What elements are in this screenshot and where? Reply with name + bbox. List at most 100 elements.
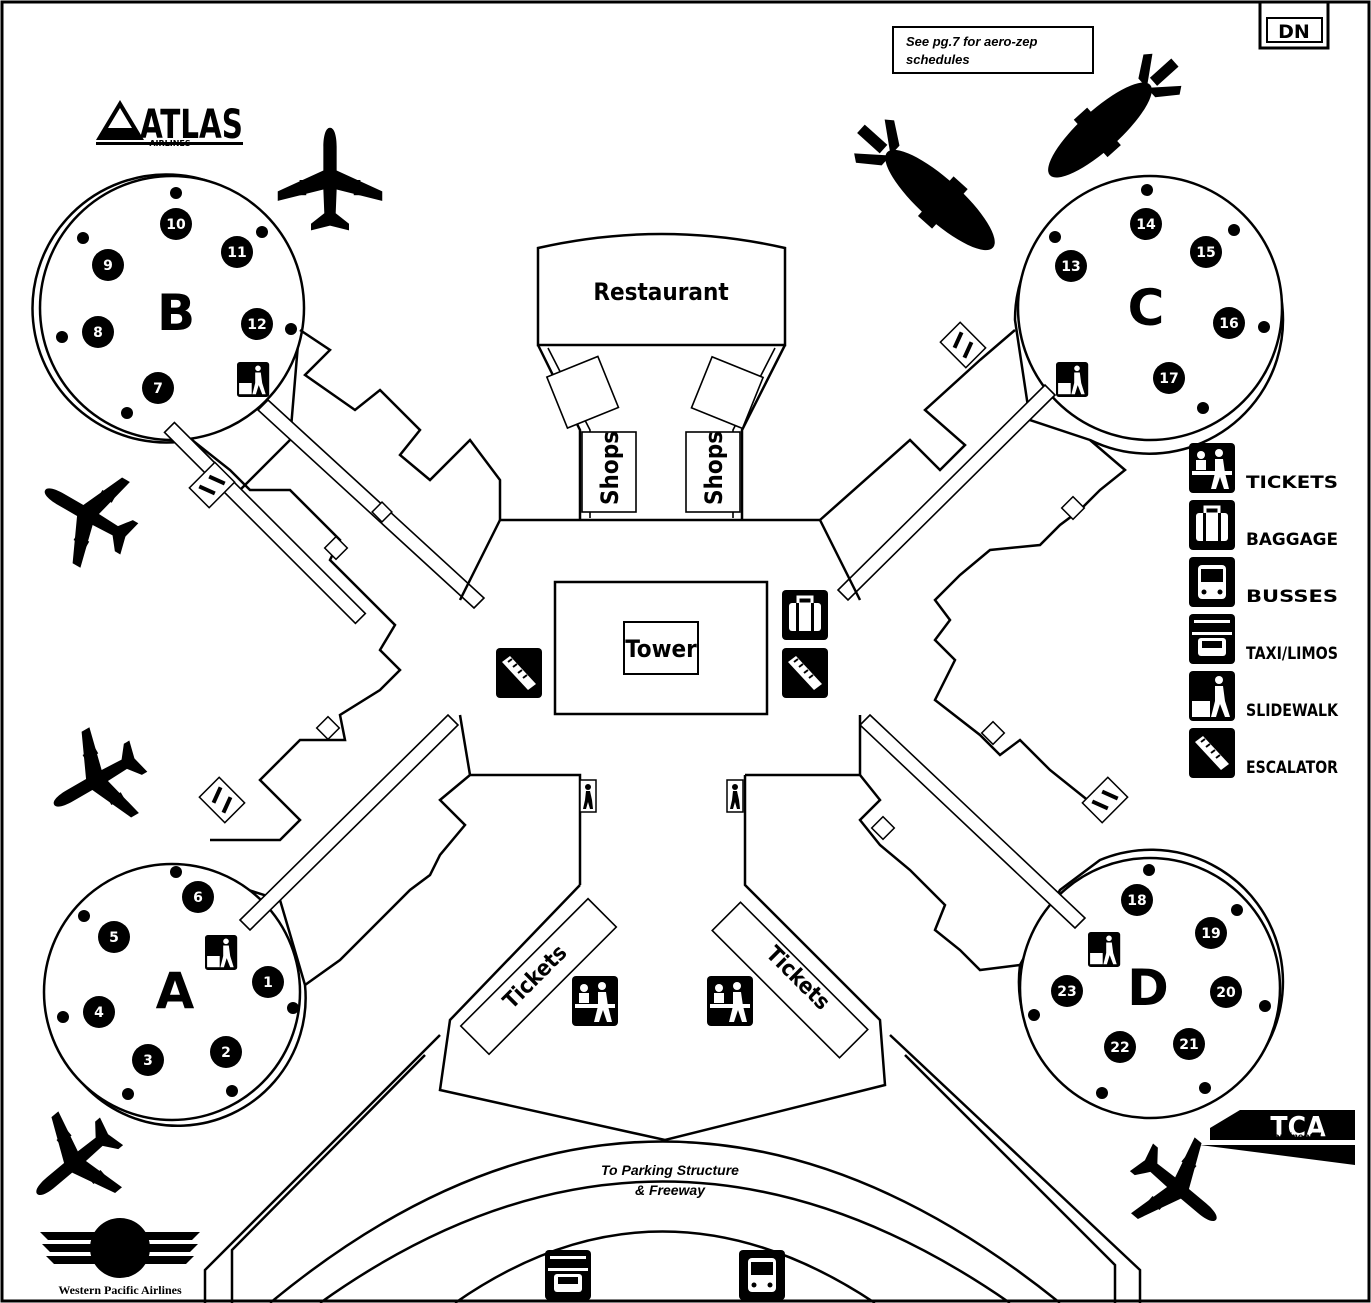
gate-number: 11 — [227, 245, 246, 261]
gate-23[interactable]: 23 — [1051, 975, 1083, 1007]
gate-17[interactable]: 17 — [1153, 362, 1185, 394]
gate-6[interactable]: 6 — [182, 881, 214, 913]
gate-number: 23 — [1057, 984, 1076, 1000]
gate-9[interactable]: 9 — [92, 249, 124, 281]
jetway-dot — [1199, 1082, 1211, 1094]
gate-number: 9 — [103, 258, 113, 274]
gate-number: 19 — [1201, 926, 1220, 942]
legend-label: SLIDEWALK — [1246, 701, 1339, 721]
svg-text:TransContinental: TransContinental — [1239, 1132, 1321, 1143]
gate-12[interactable]: 12 — [241, 308, 273, 340]
slidewalk-marker — [939, 321, 987, 369]
jetway-dot — [1259, 1000, 1271, 1012]
bus-icon — [1189, 557, 1235, 607]
jetway-dot — [1197, 402, 1209, 414]
gate-11[interactable]: 11 — [221, 236, 253, 268]
slidewalk-icon — [1088, 932, 1121, 967]
escalator-icon — [495, 647, 543, 699]
gate-8[interactable]: 8 — [82, 316, 114, 348]
taxi-icon — [545, 1250, 591, 1300]
slidewalk-marker — [1081, 776, 1129, 824]
airplane-icon — [29, 713, 164, 848]
gate-10[interactable]: 10 — [160, 208, 192, 240]
gate-5[interactable]: 5 — [98, 921, 130, 953]
gate-number: 5 — [109, 930, 119, 946]
legend-label: TICKETS — [1246, 473, 1338, 493]
jetway-dot — [1049, 231, 1061, 243]
gate-14[interactable]: 14 — [1130, 208, 1162, 240]
slidewalk-c — [836, 383, 1057, 602]
svg-text:Shops: Shops — [596, 431, 624, 505]
jetway-dot — [170, 187, 182, 199]
slidewalk-marker — [188, 461, 236, 509]
concourse-letter: D — [1127, 959, 1169, 1017]
zeppelin-icon — [841, 107, 1013, 269]
gate-18[interactable]: 18 — [1121, 884, 1153, 916]
escalator-icon — [781, 647, 829, 699]
jetway-dot — [287, 1002, 299, 1014]
svg-text:ATLAS: ATLAS — [140, 102, 243, 148]
gate-7[interactable]: 7 — [142, 372, 174, 404]
svg-text:TCA: TCA — [1270, 1110, 1326, 1143]
gate-21[interactable]: 21 — [1173, 1028, 1205, 1060]
walker-icon — [579, 779, 597, 813]
tickets-icon — [1189, 443, 1235, 493]
western-pacific-logo: W Western Pacific Airlines — [40, 1218, 200, 1297]
gate-number: 2 — [221, 1045, 231, 1061]
svg-text:AIRLINES: AIRLINES — [149, 139, 191, 148]
gate-20[interactable]: 20 — [1210, 976, 1242, 1008]
tickets-icon — [707, 976, 753, 1026]
svg-text:To Parking Structure: To Parking Structure — [601, 1162, 739, 1178]
legend: TICKETSBAGGAGEBUSSESTAXI/LIMOSSLIDEWALKE… — [1187, 443, 1339, 779]
jetway-dot — [1258, 321, 1270, 333]
gate-3[interactable]: 3 — [132, 1044, 164, 1076]
baggage-icon — [1187, 498, 1237, 552]
slidewalk-icon — [1056, 362, 1089, 397]
gate-number: 18 — [1127, 893, 1146, 909]
legend-label: ESCALATOR — [1246, 758, 1338, 778]
gate-number: 8 — [93, 325, 103, 341]
concourse-letter: C — [1128, 279, 1165, 337]
jetway-dot — [226, 1085, 238, 1097]
taxi-icon — [1189, 614, 1235, 664]
gate-number: 12 — [247, 317, 266, 333]
concourse-letter: A — [156, 962, 195, 1020]
jetway-dot — [285, 323, 297, 335]
page-marker: DN — [1258, 0, 1330, 50]
gate-number: 16 — [1219, 316, 1238, 332]
jetway-dot — [121, 407, 133, 419]
gate-13[interactable]: 13 — [1055, 250, 1087, 282]
concourse-letter: B — [157, 284, 195, 342]
gate-19[interactable]: 19 — [1195, 917, 1227, 949]
svg-text:Restaurant: Restaurant — [593, 278, 728, 306]
airplane-icon — [20, 447, 155, 582]
gate-15[interactable]: 15 — [1190, 236, 1222, 268]
shops-left: Shops — [545, 355, 637, 513]
jetway-dot — [77, 232, 89, 244]
gate-number: 22 — [1110, 1040, 1129, 1056]
gate-16[interactable]: 16 — [1213, 307, 1245, 339]
shops-right: Shops — [685, 355, 765, 513]
svg-text:& Freeway: & Freeway — [635, 1182, 706, 1198]
svg-text:schedules: schedules — [906, 52, 970, 67]
jetway-dot — [56, 331, 68, 343]
legend-label: TAXI/LIMOS — [1246, 644, 1338, 664]
gate-number: 6 — [193, 890, 203, 906]
jetway-dot — [57, 1011, 69, 1023]
gate-2[interactable]: 2 — [210, 1036, 242, 1068]
baggage-icon — [780, 588, 830, 642]
jetway-dot — [78, 910, 90, 922]
svg-text:See pg.7 for aero-zep: See pg.7 for aero-zep — [906, 34, 1038, 49]
gate-1[interactable]: 1 — [252, 966, 284, 998]
gate-number: 21 — [1179, 1037, 1198, 1053]
airplane-icon — [1109, 1119, 1248, 1258]
slidewalk-marker — [198, 776, 246, 824]
jetway-dot — [170, 866, 182, 878]
svg-text:Shops: Shops — [700, 431, 728, 505]
gate-number: 20 — [1216, 985, 1236, 1001]
gate-4[interactable]: 4 — [83, 996, 115, 1028]
parking-label: To Parking Structure & Freeway — [601, 1162, 739, 1198]
gate-22[interactable]: 22 — [1104, 1031, 1136, 1063]
